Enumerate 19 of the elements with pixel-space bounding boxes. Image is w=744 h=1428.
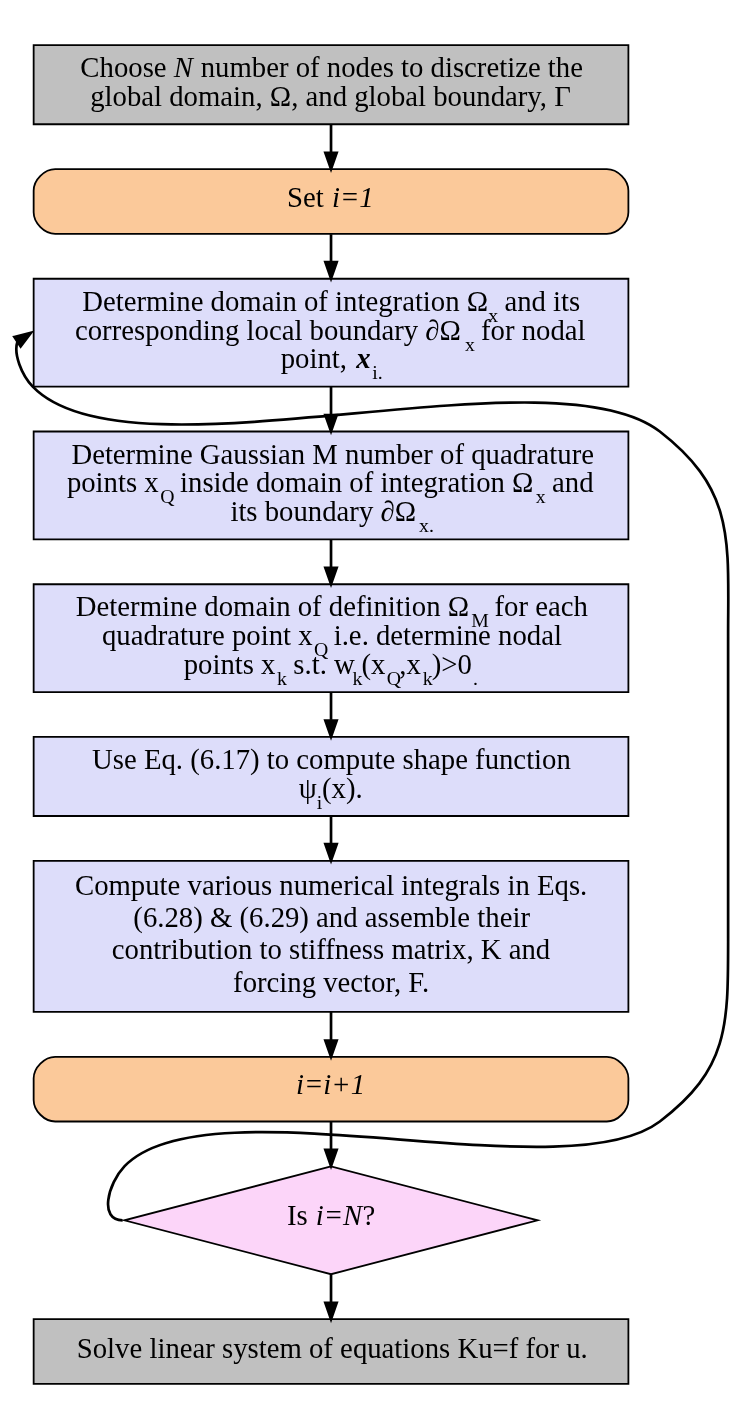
arrow <box>323 538 339 588</box>
node-box: Determine Gaussian M number of quadrature points x$_{Q}$ inside domain of integration Ω$_{x}$ and its boundary ∂Ω$_{x.}$ <box>32 430 630 540</box>
arrow <box>323 233 339 282</box>
arrow <box>323 124 339 173</box>
arrow <box>323 691 339 741</box>
arrow <box>323 815 339 864</box>
node-box: Determine domain of definition Ω$_{M}$ for each quadrature point x$_{Q}$ i.e. determine nodal points x$_{k}$ s.t. w$_{k}$(x$_{Q}$,x$_{k}$)>0$_{.}$ <box>32 582 630 693</box>
node-box: Compute various numerical integrals in Eqs. (6.28) & (6.29) and assemble their contribution to stiffness matrix, K and forcing vector, F. <box>32 859 630 1013</box>
arrow <box>323 1011 339 1061</box>
node-box: Choose N number of nodes to discretize the global domain, Ω, and global boundary, Γ <box>32 43 630 125</box>
node-box: Set i=1 <box>32 167 630 235</box>
node-box: Use Eq. (6.17) to compute shape function ψ$_{i}$(x). <box>32 735 630 817</box>
arrow <box>323 1274 339 1323</box>
arrow <box>323 1121 339 1170</box>
node-box: i=i+1 <box>32 1055 630 1122</box>
arrow <box>12 329 730 1221</box>
node-box: Solve linear system of equations Ku=f for u. <box>32 1317 630 1385</box>
node-diamond: Is i=N? <box>120 1164 542 1275</box>
node-box: Determine domain of integration Ω$_{x}$ and its corresponding local boundary ∂Ω$_{x}$ for nodal point, x$_{i.}$ <box>32 277 630 387</box>
